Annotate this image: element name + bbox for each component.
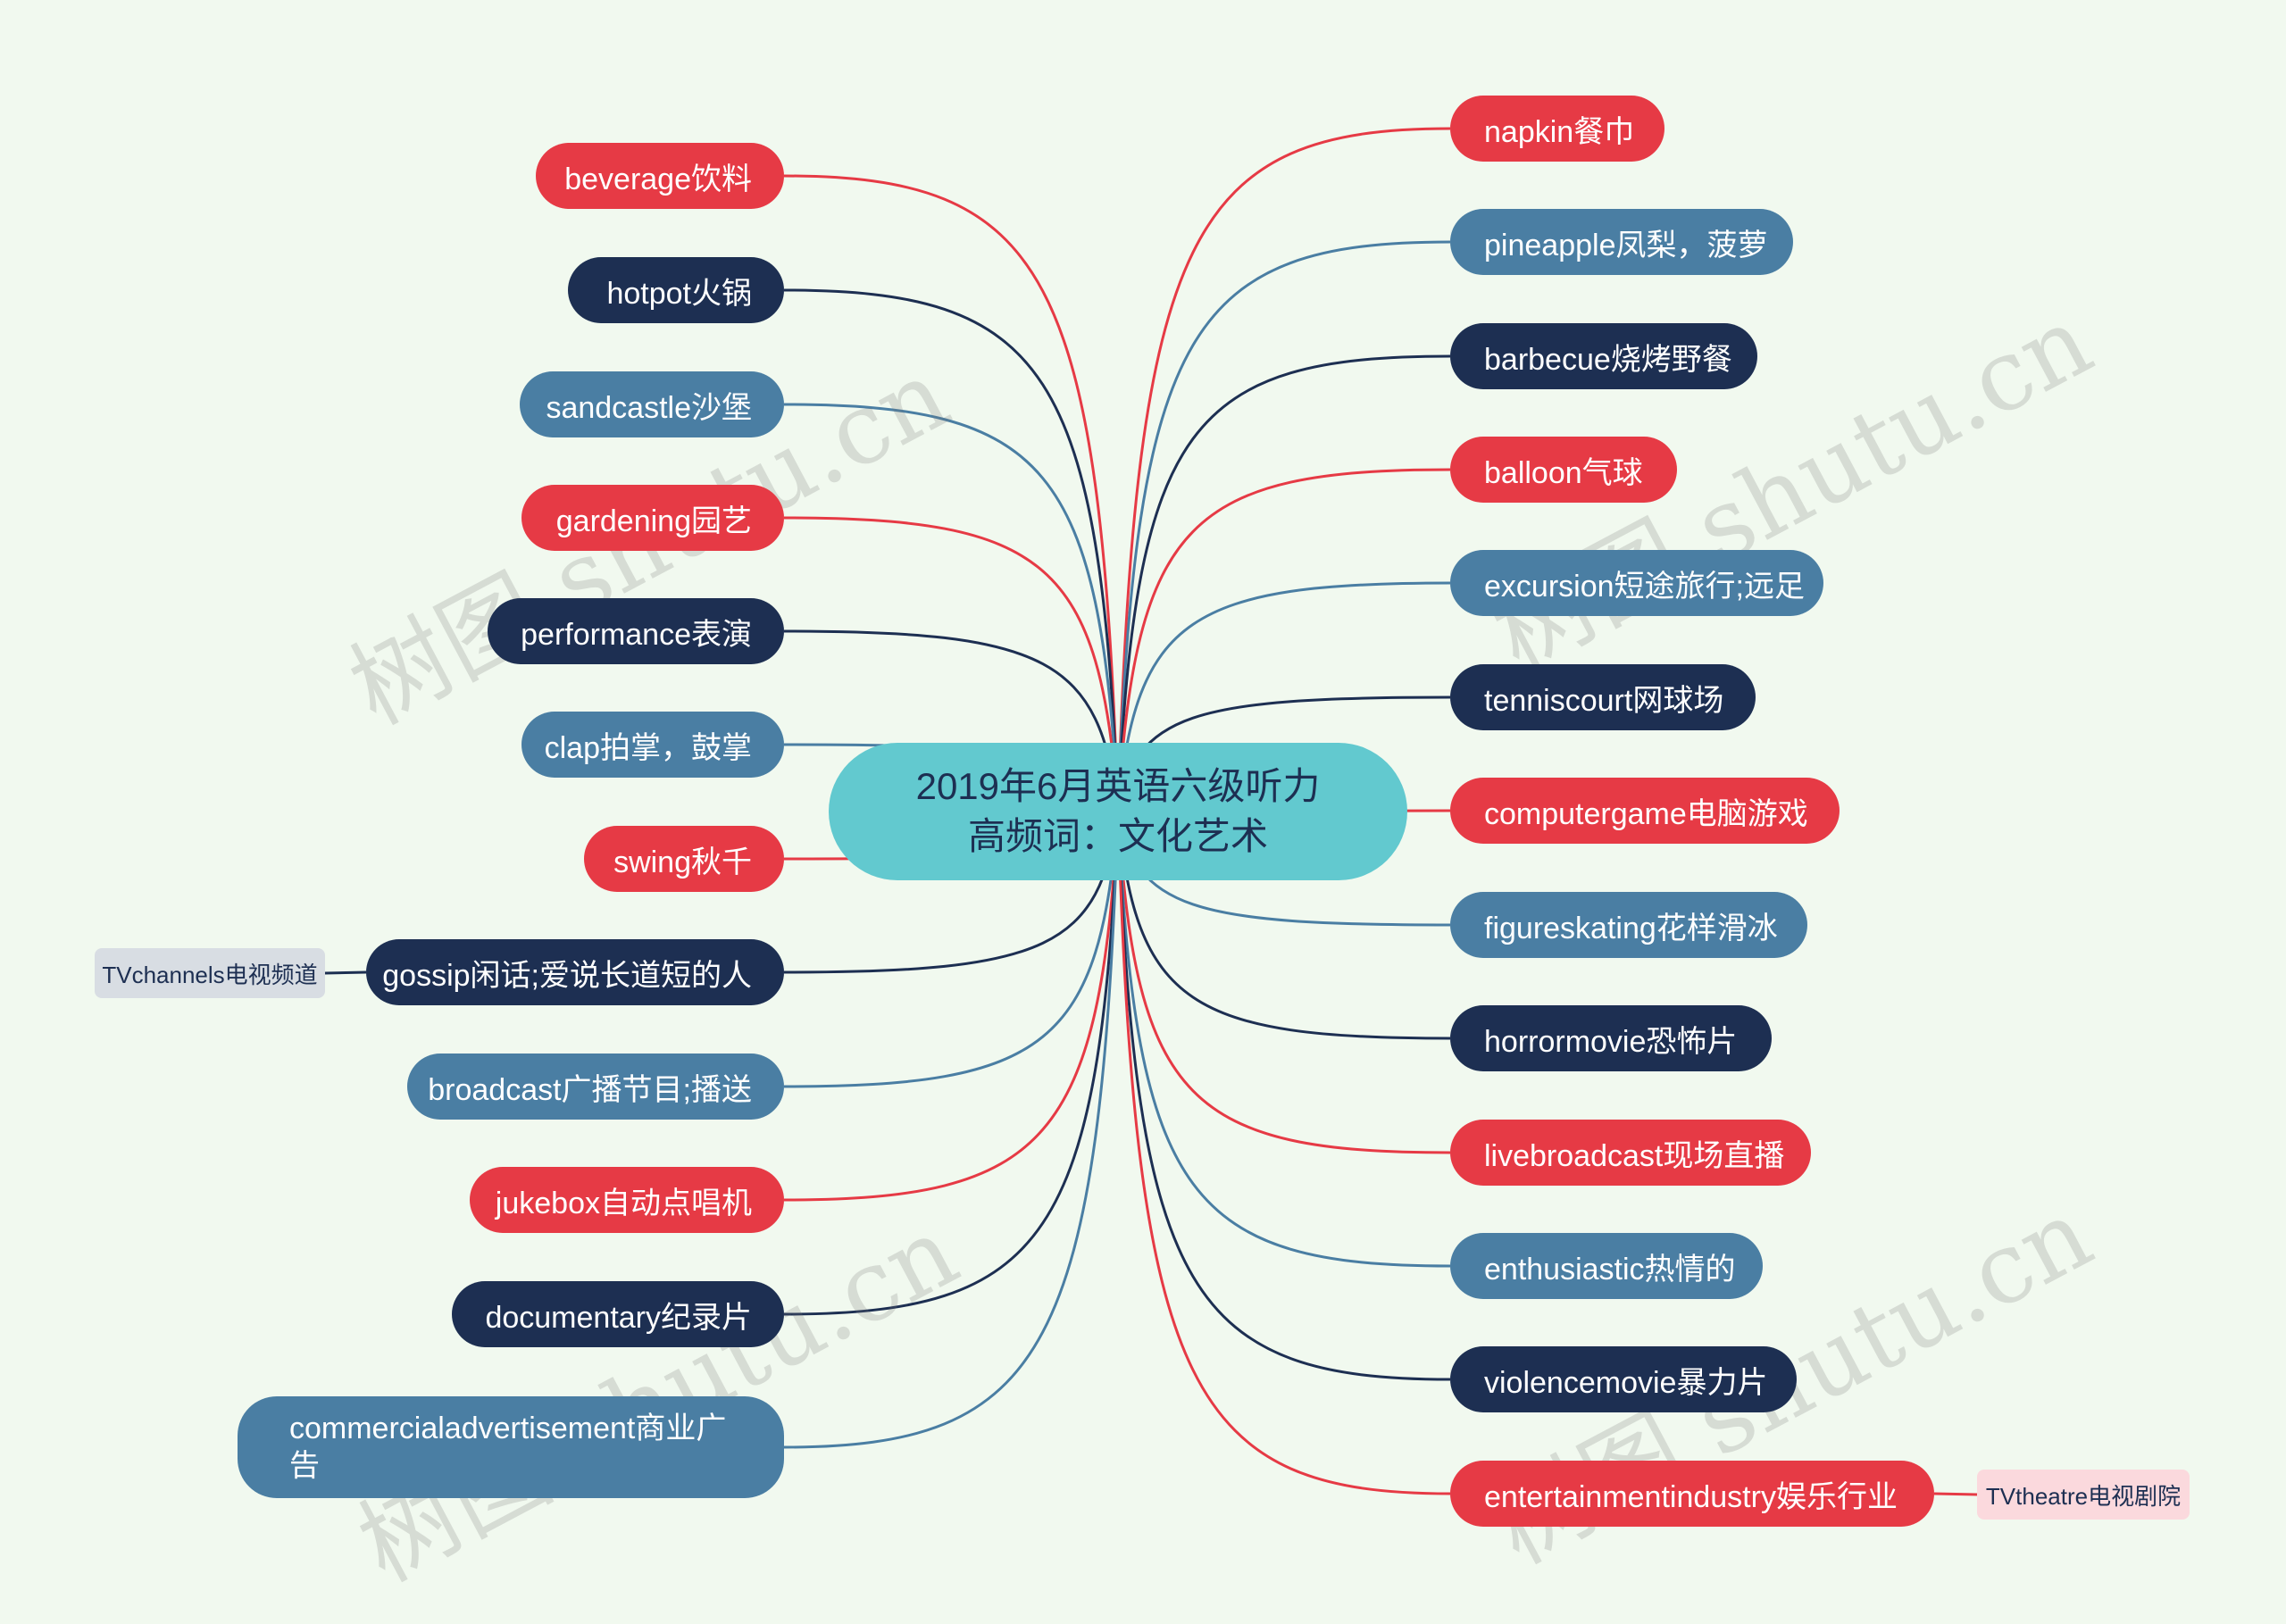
node-pineapple[interactable]: pineapple凤梨，菠萝 bbox=[1450, 209, 1793, 275]
node-gardening[interactable]: gardening园艺 bbox=[521, 485, 784, 551]
edge-balloon bbox=[1116, 468, 1451, 812]
edge-beverage bbox=[783, 174, 1120, 812]
node-label: computergame电脑游戏 bbox=[1484, 796, 1808, 831]
node-label: hotpot火锅 bbox=[606, 276, 752, 311]
node-label: clap拍掌，鼓掌 bbox=[544, 730, 752, 765]
edge-broadcast bbox=[783, 811, 1120, 1088]
node-violencemovie[interactable]: violencemovie暴力片 bbox=[1450, 1346, 1797, 1412]
edge-tv-channels bbox=[324, 970, 367, 975]
node-label: enthusiastic热情的 bbox=[1484, 1252, 1736, 1287]
node-swing[interactable]: swing秋千 bbox=[584, 826, 784, 892]
node-label: livebroadcast现场直播 bbox=[1484, 1138, 1785, 1173]
node-clap[interactable]: clap拍掌，鼓掌 bbox=[521, 712, 784, 778]
node-figureskating[interactable]: figureskating花样滑冰 bbox=[1450, 892, 1807, 958]
node-excursion[interactable]: excursion短途旅行;远足 bbox=[1450, 550, 1823, 616]
node-documentary[interactable]: documentary纪录片 bbox=[452, 1281, 784, 1347]
edge-livebroadcast bbox=[1116, 811, 1451, 1154]
node-label: tenniscourt网球场 bbox=[1484, 683, 1724, 718]
node-enthusiastic[interactable]: enthusiastic热情的 bbox=[1450, 1233, 1763, 1299]
node-commercial-advertisement[interactable]: commercialadvertisement商业广告 bbox=[238, 1396, 784, 1498]
edge-commercial-advertisement bbox=[783, 811, 1120, 1449]
edge-violencemovie bbox=[1116, 811, 1451, 1381]
node-barbecue[interactable]: barbecue烧烤野餐 bbox=[1450, 323, 1757, 389]
root-topic-node[interactable]: 2019年6月英语六级听力高频词：文化艺术 bbox=[829, 743, 1407, 880]
edge-tv-theatre bbox=[1933, 1492, 1978, 1496]
node-label: entertainmentindustry娱乐行业 bbox=[1484, 1479, 1898, 1514]
node-label: barbecue烧烤野餐 bbox=[1484, 342, 1732, 377]
edge-jukebox bbox=[783, 811, 1120, 1202]
node-label: swing秋千 bbox=[613, 845, 752, 879]
node-performance[interactable]: performance表演 bbox=[488, 598, 784, 664]
edge-barbecue bbox=[1116, 354, 1451, 812]
node-label: sandcastle沙堡 bbox=[546, 390, 752, 425]
node-label: gossip闲话;爱说长道短的人 bbox=[382, 958, 752, 993]
edge-enthusiastic bbox=[1116, 811, 1451, 1268]
node-label: figureskating花样滑冰 bbox=[1484, 911, 1778, 945]
edge-excursion bbox=[1116, 581, 1451, 812]
root-title-line1: 2019年6月英语六级听力 bbox=[915, 765, 1321, 807]
node-gossip[interactable]: gossip闲话;爱说长道短的人 bbox=[366, 939, 784, 1005]
edge-hotpot bbox=[783, 288, 1120, 812]
edge-pineapple bbox=[1116, 240, 1451, 812]
edge-sandcastle bbox=[783, 403, 1120, 812]
node-napkin[interactable]: napkin餐巾 bbox=[1450, 96, 1664, 162]
edge-napkin bbox=[1116, 127, 1451, 812]
node-label: commercialadvertisement商业广告 bbox=[289, 1412, 727, 1483]
node-label: beverage饮料 bbox=[564, 162, 752, 196]
node-label: gardening园艺 bbox=[555, 504, 752, 538]
node-hotpot[interactable]: hotpot火锅 bbox=[568, 257, 784, 323]
node-label: horrormovie恐怖片 bbox=[1484, 1024, 1738, 1059]
node-beverage[interactable]: beverage饮料 bbox=[536, 143, 784, 209]
node-jukebox[interactable]: jukebox自动点唱机 bbox=[470, 1167, 784, 1233]
node-label: documentary纪录片 bbox=[485, 1300, 752, 1335]
subnode-tv-channels[interactable]: TVchannels电视频道 bbox=[95, 948, 325, 998]
edge-entertainment-industry bbox=[1116, 811, 1451, 1495]
node-label: performance表演 bbox=[521, 617, 752, 652]
root-title-line2: 高频词：文化艺术 bbox=[967, 815, 1268, 857]
edge-gardening bbox=[783, 516, 1120, 812]
node-label: napkin餐巾 bbox=[1484, 114, 1635, 149]
node-label: pineapple凤梨，菠萝 bbox=[1484, 228, 1768, 262]
node-computergame[interactable]: computergame电脑游戏 bbox=[1450, 778, 1840, 844]
node-tenniscourt[interactable]: tenniscourt网球场 bbox=[1450, 664, 1756, 730]
node-sandcastle[interactable]: sandcastle沙堡 bbox=[520, 371, 784, 437]
node-broadcast[interactable]: broadcast广播节目;播送 bbox=[407, 1054, 784, 1120]
node-entertainment-industry[interactable]: entertainmentindustry娱乐行业 bbox=[1450, 1461, 1934, 1527]
edge-horrormovie bbox=[1116, 811, 1451, 1040]
node-label: broadcast广播节目;播送 bbox=[428, 1072, 752, 1107]
node-label: jukebox自动点唱机 bbox=[495, 1186, 752, 1220]
node-balloon[interactable]: balloon气球 bbox=[1450, 437, 1677, 503]
node-label: excursion短途旅行;远足 bbox=[1484, 569, 1805, 604]
node-horrormovie[interactable]: horrormovie恐怖片 bbox=[1450, 1005, 1772, 1071]
node-label: violencemovie暴力片 bbox=[1484, 1365, 1768, 1400]
subnode-tv-theatre[interactable]: TVtheatre电视剧院 bbox=[1977, 1470, 2190, 1520]
edge-documentary bbox=[783, 811, 1120, 1316]
node-label: balloon气球 bbox=[1484, 455, 1643, 490]
node-livebroadcast[interactable]: livebroadcast现场直播 bbox=[1450, 1120, 1811, 1186]
